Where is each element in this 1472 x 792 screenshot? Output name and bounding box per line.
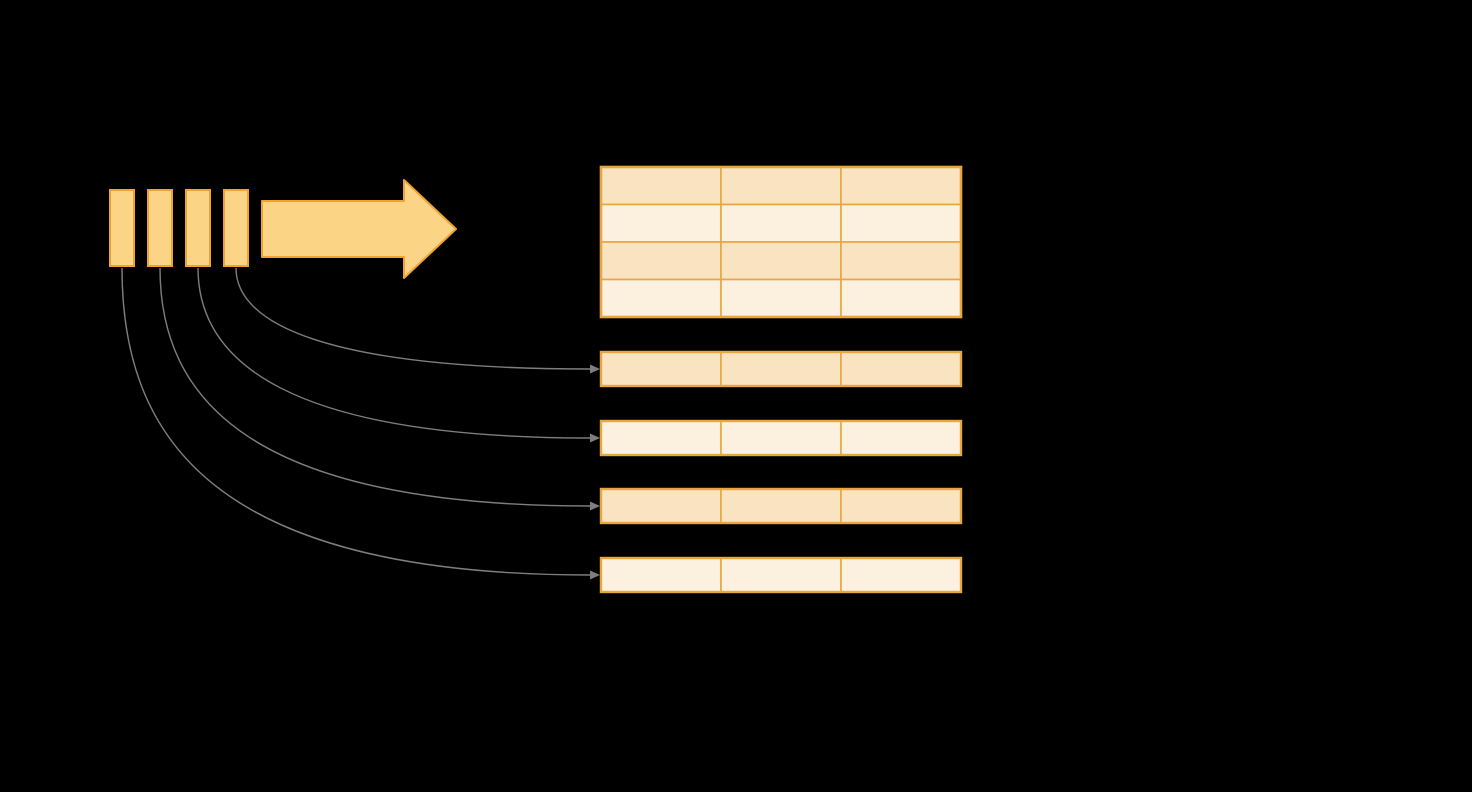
connector-curve — [197, 267, 591, 439]
connector-arrowhead-icon — [590, 364, 600, 374]
connector-curve — [159, 267, 591, 507]
embedding-table-cell — [720, 166, 842, 206]
row-table-cell — [600, 351, 722, 387]
token-bar — [185, 189, 211, 267]
row-table-cell — [840, 351, 962, 387]
row-table — [599, 556, 963, 594]
embedding-table-cell — [600, 166, 722, 206]
row-table-border — [599, 556, 963, 594]
row-table-cell — [600, 488, 722, 524]
row-table-cell — [840, 420, 962, 456]
row-table-cell — [840, 488, 962, 524]
embedding-table-cell — [600, 203, 722, 243]
connector-arrowhead-icon — [590, 433, 600, 443]
row-table — [599, 350, 963, 388]
embedding-table-border — [599, 165, 963, 319]
row-table-border — [599, 419, 963, 457]
token-bar — [109, 189, 135, 267]
embedding-table-cell — [840, 166, 962, 206]
row-table-border — [599, 487, 963, 525]
embedding-table-cell — [720, 278, 842, 318]
row-table-cell — [720, 420, 842, 456]
row-table-border — [599, 350, 963, 388]
connector-arrowhead-icon — [590, 570, 600, 580]
embedding-table-cell — [600, 241, 722, 281]
embedding-table-cell — [600, 278, 722, 318]
row-table-cell — [600, 420, 722, 456]
embedding-table-cell — [720, 241, 842, 281]
embedding-table-cell — [840, 203, 962, 243]
row-table-cell — [720, 557, 842, 593]
connector-arrowhead-icon — [590, 501, 600, 511]
token-bar — [147, 189, 173, 267]
token-bars — [109, 189, 249, 267]
embedding-table-cell — [720, 203, 842, 243]
row-table-cell — [600, 557, 722, 593]
row-table-cell — [840, 557, 962, 593]
row-table-cell — [720, 351, 842, 387]
row-table — [599, 419, 963, 457]
token-bar — [223, 189, 249, 267]
connector-curve — [121, 267, 591, 576]
row-table-cell — [720, 488, 842, 524]
embedding-table-cell — [840, 278, 962, 318]
flow-arrow — [261, 179, 457, 279]
embedding-table — [599, 165, 963, 319]
connectors — [121, 267, 600, 580]
connector-curve — [235, 267, 591, 370]
row-table — [599, 487, 963, 525]
embedding-table-cell — [840, 241, 962, 281]
